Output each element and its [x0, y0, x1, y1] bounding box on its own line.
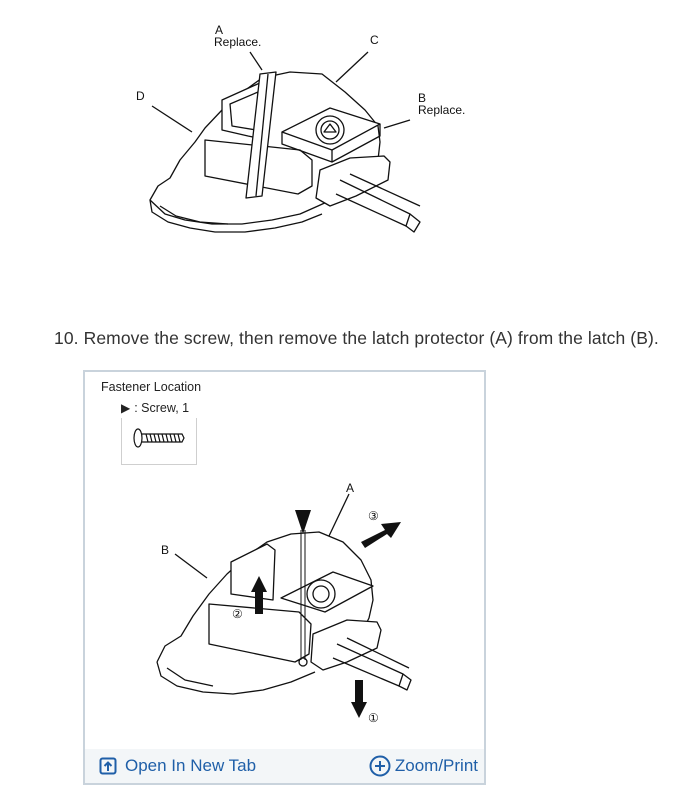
- figure-panel-footer: Open In New Tab Zoom/Print: [85, 749, 484, 783]
- screw-marker-icon: ▶: [121, 401, 131, 415]
- latch-illustration-bottom: [85, 372, 484, 783]
- callout-b-letter: B: [418, 91, 427, 105]
- step-2-marker: ②: [232, 607, 243, 621]
- callout-b-letter-bottom: B: [161, 543, 170, 557]
- latch-drawing-top: [149, 51, 421, 233]
- screw-icon: [133, 428, 185, 448]
- latch-illustration-top: A Replace. C D B Replace.: [0, 0, 685, 300]
- callout-a-note: Replace.: [214, 35, 262, 49]
- callout-a-letter-bottom: A: [346, 481, 355, 495]
- step-1-marker: ①: [368, 711, 379, 725]
- open-new-tab-icon: [99, 757, 117, 775]
- zoom-print-button[interactable]: Zoom/Print: [369, 753, 478, 779]
- fastener-screw-label: : Screw, 1: [134, 401, 190, 415]
- zoom-print-label: Zoom/Print: [394, 756, 478, 775]
- step-3-marker: ③: [368, 509, 379, 523]
- open-in-new-tab-button[interactable]: Open In New Tab: [99, 753, 256, 779]
- zoom-plus-icon: [369, 755, 391, 777]
- open-in-new-tab-label: Open In New Tab: [125, 756, 257, 775]
- callout-d-letter: D: [136, 89, 145, 103]
- callout-a-letter: A: [215, 23, 224, 37]
- screw-legend-box: [121, 418, 197, 465]
- fastener-location-title: Fastener Location: [101, 380, 202, 394]
- callout-b-note: Replace.: [418, 103, 466, 117]
- fastener-screw-item: ▶: Screw, 1: [121, 401, 189, 415]
- figure-panel: Fastener Location ▶: Screw, 1 A B ③ ② ① …: [83, 370, 486, 785]
- latch-drawing-bottom: [156, 493, 412, 718]
- callout-c-letter: C: [370, 33, 379, 47]
- step-10-instruction: 10. Remove the screw, then remove the la…: [54, 328, 659, 348]
